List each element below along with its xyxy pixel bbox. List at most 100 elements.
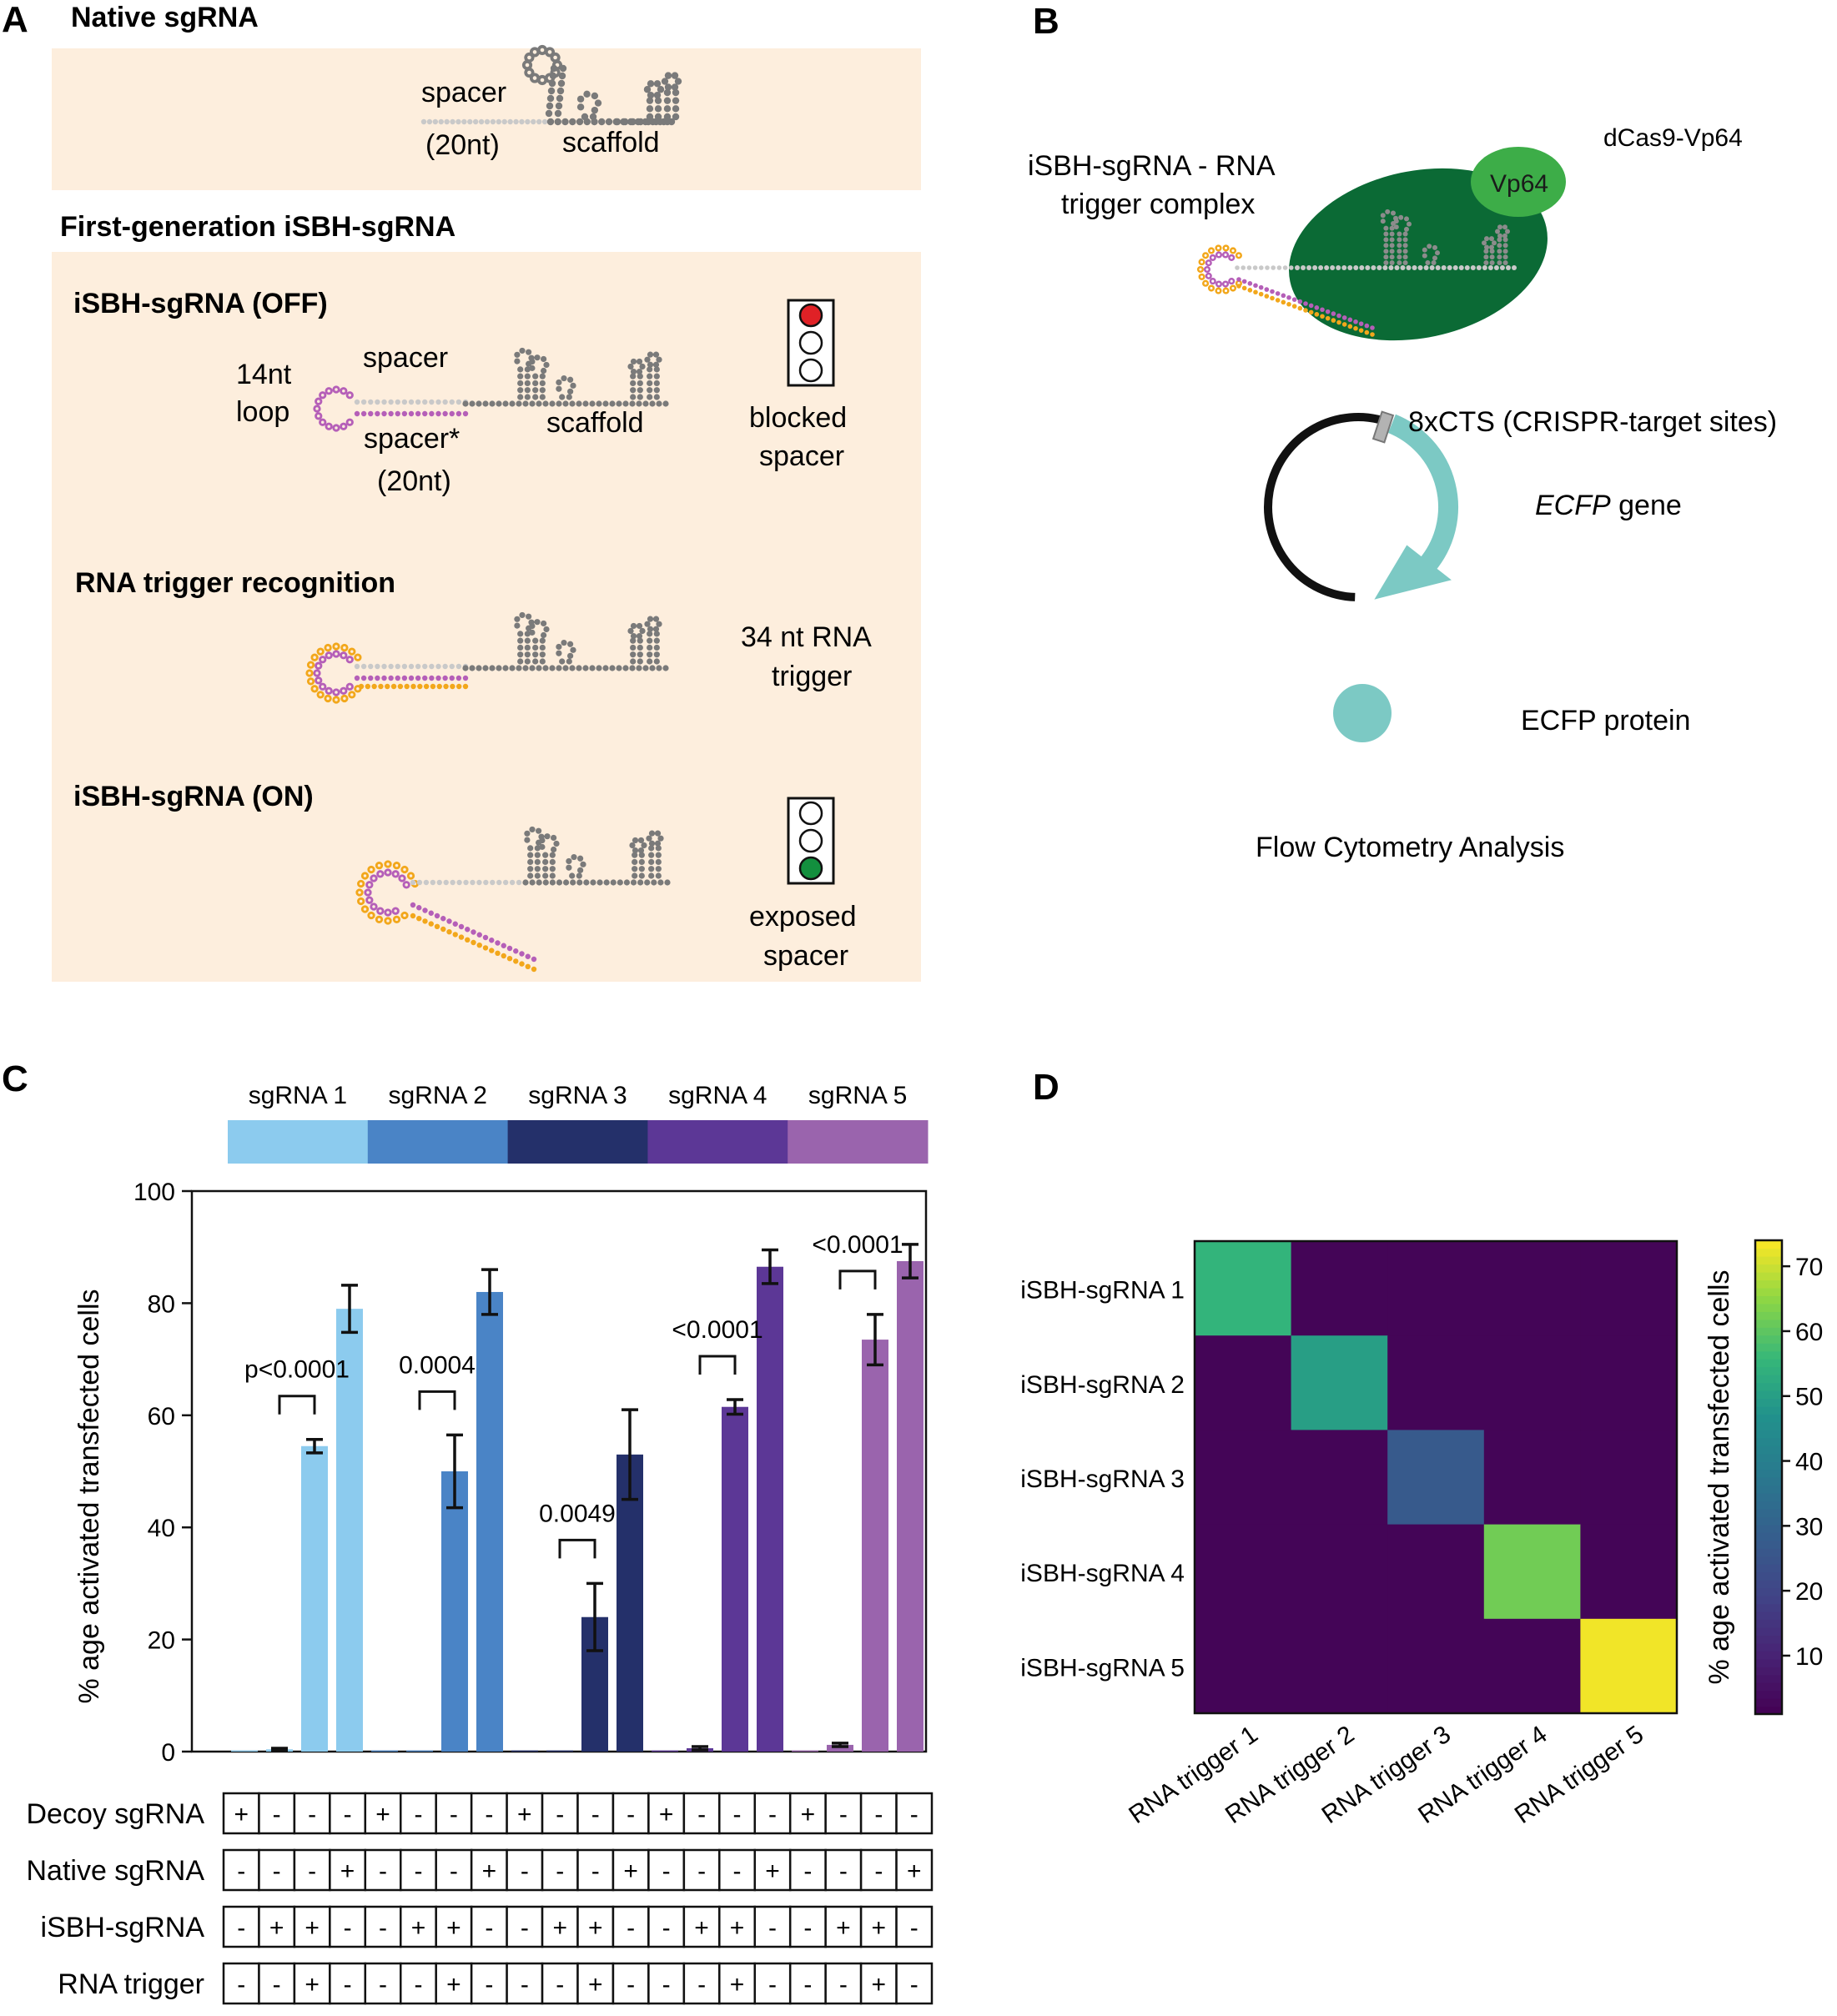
spacer-star-dot (1297, 299, 1303, 304)
trigger-dot (1202, 252, 1210, 259)
scaffold-dot (542, 852, 549, 858)
scaffold-dot (638, 852, 645, 858)
loop-dot (1209, 254, 1216, 261)
loop-dot (391, 870, 400, 878)
scaffold-dot (576, 400, 582, 407)
scaffold-dot (509, 400, 516, 407)
scaffold-dot (603, 879, 610, 886)
scaffold-dot (576, 879, 583, 886)
panel-d-letter: D (1033, 1067, 1059, 1108)
scaffold-dot (539, 373, 546, 380)
scaffold-dot (647, 644, 653, 651)
heatmap-cell (1387, 1241, 1485, 1336)
scaffold-dot (656, 356, 662, 363)
table-cell-value: - (344, 1971, 352, 1998)
spacer-dot (456, 879, 462, 886)
scaffold-dot (514, 622, 521, 629)
scaffold-dot (653, 631, 660, 637)
blocked-label-2: spacer (759, 440, 844, 472)
scaffold-dot (1295, 265, 1300, 270)
scaffold-dot (1482, 265, 1487, 270)
scaffold-dot (524, 631, 531, 637)
scaffold-dot (576, 665, 582, 671)
scaffold-dot (1452, 265, 1458, 270)
vp64-protein (1471, 147, 1566, 217)
colorbar-segment (1755, 1658, 1782, 1667)
trigger-dot (1325, 315, 1331, 321)
table-cell-value: - (910, 1801, 918, 1828)
scaffold-dot (570, 879, 576, 886)
scaffold-dot (591, 106, 599, 114)
scaffold-dot (653, 658, 660, 665)
scaffold-dot (605, 118, 613, 126)
trigger-dot (436, 683, 442, 690)
colorbar-frame (1754, 1239, 1784, 1716)
colorbar-segment (1755, 1327, 1782, 1336)
spacer-dot (1265, 265, 1270, 270)
scaffold-dot (647, 651, 653, 658)
table-cell-value: - (521, 1858, 529, 1885)
traffic-light-off (787, 299, 835, 387)
y-tick-label: 60 (148, 1403, 175, 1430)
spacer-dot (1259, 265, 1264, 270)
scaffold-dot (554, 109, 562, 118)
complex-sgrna-structure (1196, 209, 1517, 337)
colorbar-segment (1755, 1626, 1782, 1636)
off-20nt-label: (20nt) (377, 465, 451, 497)
scaffold-dot (556, 400, 562, 407)
scaffold-dot (542, 665, 549, 671)
table-cell-value: + (872, 1914, 887, 1942)
trigger-dot (357, 897, 365, 906)
colorbar-segment (1755, 1343, 1782, 1352)
scaffold-dot (630, 368, 637, 375)
colorbar-segment (1755, 1564, 1782, 1573)
table-cell-value: + (304, 1971, 320, 1998)
scaffold-dot (647, 380, 653, 387)
scaffold-dot (649, 400, 656, 407)
spacer-dot (467, 118, 473, 125)
scaffold-dot (550, 52, 561, 63)
spacer-star-dot (401, 410, 408, 417)
heatmap-cell (1483, 1241, 1581, 1336)
scaffold-dot (671, 72, 679, 79)
spacer-dot (388, 399, 394, 405)
scaffold-dot (647, 80, 655, 88)
scaffold-dot (566, 658, 572, 665)
table-cell (435, 1905, 473, 1948)
spacer-dot (463, 879, 469, 886)
scaffold-dot (1318, 265, 1324, 270)
scaffold-dot (539, 380, 546, 387)
legend-swatch (507, 1120, 648, 1164)
table-cell (859, 1962, 898, 2005)
heatmap-cell (1387, 1335, 1485, 1430)
scaffold-dot (630, 879, 637, 886)
scaffold-dot (616, 665, 622, 671)
scaffold-dot (561, 375, 567, 382)
ecfp-protein-label: ECFP protein (1521, 705, 1690, 737)
scaffold-dot (517, 394, 524, 400)
scaffold-dot (1502, 243, 1508, 249)
table-cell (435, 1962, 473, 2005)
scaffold-dot (589, 665, 596, 671)
scaffold-dot (539, 837, 546, 844)
scaffold-dot (1489, 260, 1495, 265)
table-cell (647, 1848, 686, 1892)
significance-bracket (418, 1390, 456, 1410)
spacer-star-dot (435, 675, 441, 681)
heatmap-cell (1291, 1618, 1388, 1714)
scaffold-dot (1402, 260, 1408, 265)
table-cell (222, 1905, 260, 1948)
table-cell-value: + (588, 1914, 603, 1942)
loop-dot (319, 418, 327, 426)
colorbar-tick-label: 30 (1795, 1513, 1823, 1541)
colorbar-segment (1755, 1311, 1782, 1320)
scaffold-dot (648, 830, 656, 837)
spacer-dot (388, 663, 394, 670)
scaffold-dot (602, 665, 609, 671)
scaffold-dot (1505, 265, 1511, 270)
scaffold-dot (654, 105, 662, 113)
heatmap-row-label: iSBH-sgRNA 4 (1020, 1560, 1185, 1587)
heatmap-cell (1580, 1430, 1678, 1526)
spacer-star-dot (482, 934, 489, 941)
scaffold-dot (630, 380, 637, 387)
